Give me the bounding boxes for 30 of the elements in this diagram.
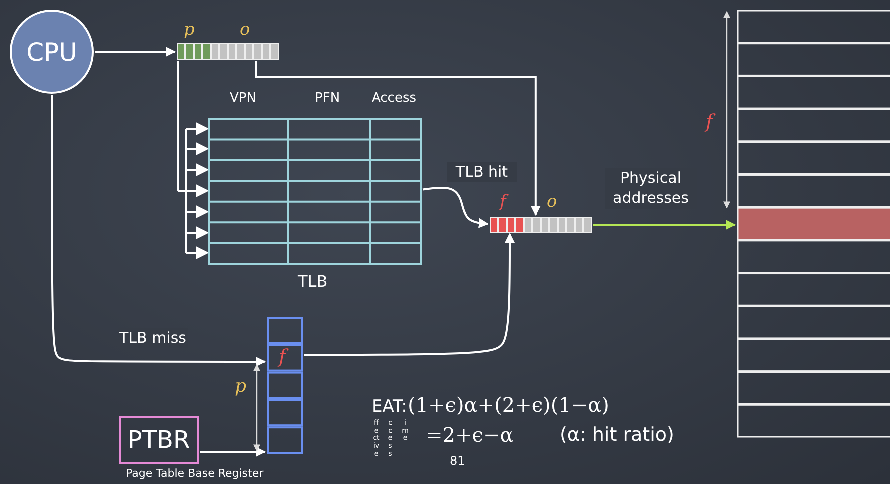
field-label: o [547, 194, 558, 211]
register-bar [490, 217, 592, 233]
arrow [95, 47, 176, 57]
arrow [422, 187, 489, 228]
formula-label: EAT: [372, 398, 408, 417]
register-bar [177, 43, 279, 60]
dimension-label: f [706, 112, 714, 133]
column-header: PFN [315, 91, 340, 106]
register-box: PTBR [119, 416, 199, 464]
note: (α: hit ratio) [560, 425, 674, 446]
frame-number: f [279, 346, 286, 368]
field-label: p [184, 22, 195, 39]
formula: (1+ϵ)α+(2+ϵ)(1−α) [408, 394, 610, 416]
column-header: Access [372, 91, 417, 106]
field-label: f [500, 194, 506, 211]
table-caption: TLB [298, 272, 328, 291]
arrow [200, 447, 266, 457]
field-label: o [240, 22, 250, 39]
page-number: 81 [450, 455, 466, 468]
arrow [593, 220, 736, 230]
edge-label: TLB hit [447, 162, 517, 182]
arrow [255, 61, 541, 216]
arrow [177, 60, 210, 259]
cpu-circle: CPU [10, 10, 94, 94]
arrow [304, 233, 515, 356]
arrow [51, 95, 266, 367]
formula: =2+ϵ−α [426, 424, 514, 446]
dimension-label: p [235, 377, 247, 397]
node-label: Page Table Base Register [126, 468, 264, 479]
column-header: VPN [230, 91, 256, 106]
